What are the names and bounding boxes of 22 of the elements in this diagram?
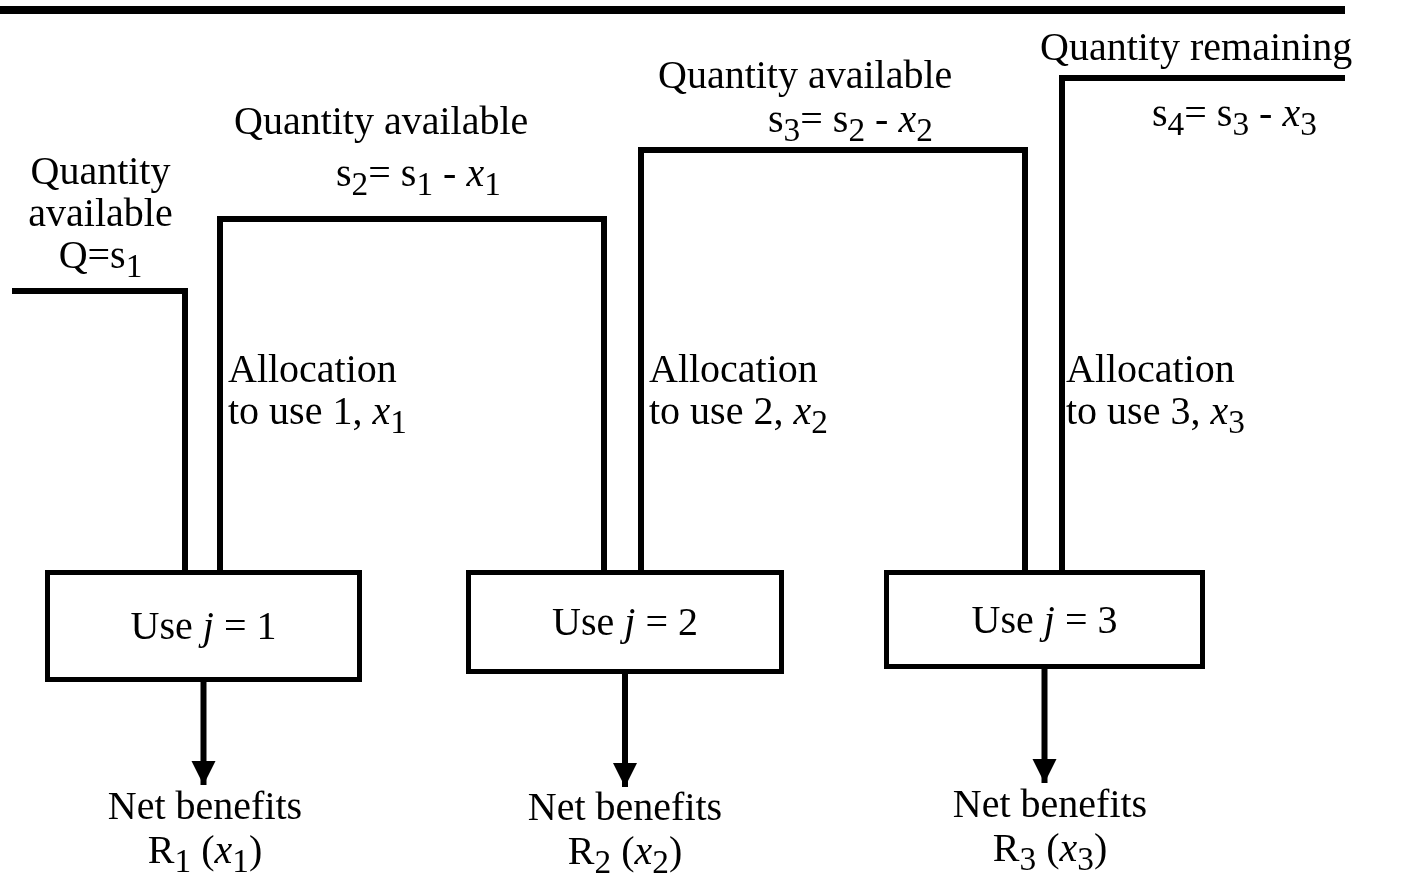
allocation-label: Allocation to use 2, x$_{2}$ [649,348,829,442]
quantity-label: Quantity available [658,54,953,96]
allocation-label: Allocation to use 1, x$_{1}$ [228,348,408,442]
quantity-label: s$_{3}$= s$_{2}$ - x$_{2}$ [768,98,933,150]
use-box [466,570,784,674]
quantity-label: Quantity available Q=s$_{1}$ [27,150,174,286]
quantity-label: s$_{4}$= s$_{3}$ - x$_{3}$ [1152,92,1317,144]
net-benefits-label: Net benefits R$_{3}$ (x$_{3}$) [951,781,1149,879]
quantity-label: Quantity available [234,100,529,142]
net-benefits-label: Net benefits R$_{2}$ (x$_{2}$) [526,784,724,882]
use-label: Use j = 2 [552,600,698,644]
use-box [884,570,1205,669]
use-label: Use j = 1 [130,604,277,648]
quantity-label: s$_{2}$= s$_{1}$ - x$_{1}$ [336,152,501,204]
arrow [613,674,637,787]
use-box [45,570,362,682]
arrow [1032,669,1057,783]
allocation-label: Allocation to use 3, x$_{3}$ [1066,348,1246,442]
arrow [191,682,216,785]
net-benefits-label: Net benefits R$_{1}$ (x$_{1}$) [106,783,304,881]
quantity-label: Quantity remaining [1040,26,1353,68]
use-label: Use j = 3 [971,597,1118,642]
